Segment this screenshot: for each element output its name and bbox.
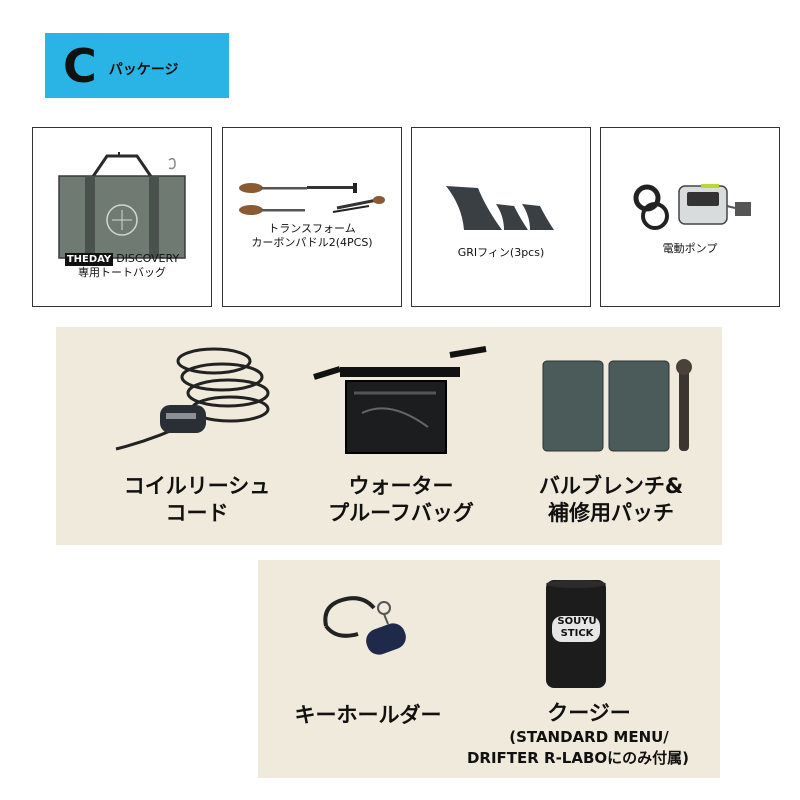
paddle-label-1: トランスフォーム	[268, 222, 356, 235]
item-electric-pump: 電動ポンプ	[600, 127, 780, 307]
paddle-icon	[239, 183, 385, 215]
koozie-icon	[546, 580, 606, 688]
waterproof-bag-icon	[313, 346, 487, 454]
coil-leash-label: コイルリーシュ コード	[123, 474, 271, 525]
electric-pump-icon	[633, 184, 751, 230]
coil-leash-icon	[115, 347, 270, 451]
section-letter: C	[63, 38, 97, 93]
theday-brand: THEDAY	[64, 253, 114, 266]
tote-bag-icon	[58, 152, 186, 259]
koozie-label: クージー (STANDARD MENU/ DRIFTER R-LABOにのみ付属…	[466, 701, 690, 767]
section-title: パッケージ	[108, 61, 179, 78]
key-holder-icon	[323, 596, 406, 655]
key-holder-label: キーホールダー	[294, 703, 442, 727]
item-carbon-paddle: トランスフォーム カーボンパドル2(4PCS)	[222, 127, 402, 307]
pump-label: 電動ポンプ	[662, 242, 718, 255]
waterproof-bag-label: ウォーター プルーフバッグ	[328, 474, 474, 525]
paddle-label-2: カーボンパドル2(4PCS)	[251, 236, 373, 249]
koozie-logo-text: SOUYU STICK	[557, 616, 597, 639]
valve-wrench-patch-icon	[542, 359, 692, 452]
fins-label: GRIフィン(3pcs)	[457, 246, 545, 259]
item-fins: GRIフィン(3pcs)	[411, 127, 591, 307]
accessory-panel-2: SOUYU STICK キーホールダー クージー (STANDARD MENU/…	[258, 560, 720, 778]
fin-icon	[446, 186, 554, 230]
tote-bag-label-2: 専用トートバッグ	[78, 266, 166, 279]
accessory-panel-1: コイルリーシュ コード ウォーター プルーフバッグ バルブレンチ& 補修用パッチ	[56, 327, 722, 545]
valve-wrench-label: バルブレンチ& 補修用パッチ	[538, 474, 684, 525]
section-header: C パッケージ	[45, 33, 229, 98]
